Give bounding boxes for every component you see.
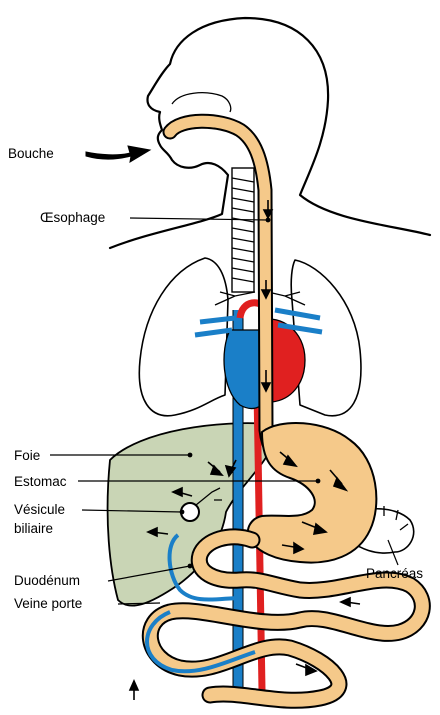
label-vesicule: Vésicule xyxy=(14,502,65,517)
left-lung xyxy=(139,258,228,416)
label-foie: Foie xyxy=(14,448,40,463)
label-oesophage: Œsophage xyxy=(40,210,105,225)
esophagus-tube xyxy=(170,121,292,470)
label-biliaire: biliaire xyxy=(14,521,53,536)
nasal-cavity xyxy=(172,93,231,112)
right-lung xyxy=(291,260,361,416)
stomach xyxy=(248,423,376,563)
esophagus-fill xyxy=(170,121,292,470)
label-estomac: Estomac xyxy=(14,474,67,489)
label-veine-porte: Veine porte xyxy=(14,596,82,611)
label-pancreas: Pancréas xyxy=(366,566,423,581)
label-duodenum: Duodénum xyxy=(14,573,80,588)
mouth-arrow xyxy=(86,146,150,162)
label-bouche: Bouche xyxy=(8,146,54,161)
